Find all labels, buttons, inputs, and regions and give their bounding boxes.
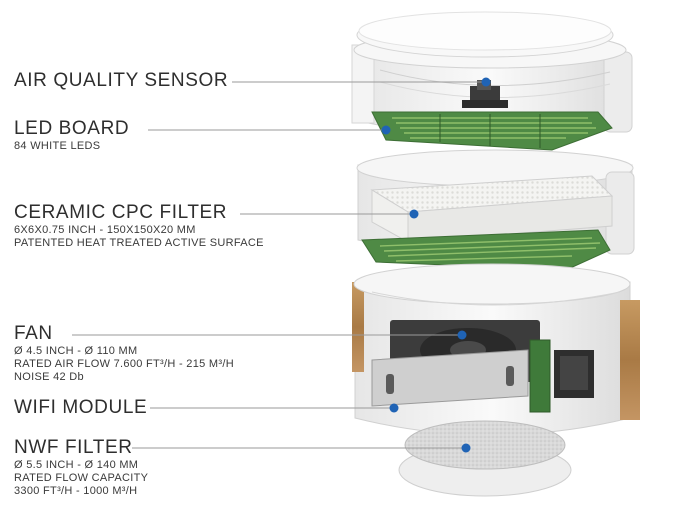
detail-nwf-diameter: Ø 5.5 INCH - Ø 140 MM: [14, 459, 139, 471]
detail-nwf-flow-capacity: 3300 FT³/H - 1000 M³/H: [14, 485, 138, 497]
detail-led-count: 84 WHITE LEDS: [14, 140, 101, 152]
label-fan: FAN Ø 4.5 INCH - Ø 110 MM RATED AIR FLOW…: [14, 323, 234, 384]
label-led-board: LED BOARD 84 WHITE LEDS: [14, 118, 129, 153]
marker-fan: [457, 330, 467, 340]
label-wifi-module: WIFI MODULE: [14, 397, 147, 419]
led-board-pcb: [371, 111, 613, 151]
title-led-board: LED BOARD: [14, 118, 130, 139]
marker-led-board: [381, 125, 391, 135]
wifi-module-board: [529, 339, 594, 413]
detail-filter-dimensions: 6X6X0.75 INCH - 150X150X20 MM: [14, 224, 196, 236]
detail-fan-noise: NOISE 42 Db: [14, 371, 84, 383]
title-wifi-module: WIFI MODULE: [14, 397, 148, 418]
title-fan: FAN: [14, 323, 53, 344]
marker-air-quality-sensor: [481, 77, 491, 87]
markers: [381, 77, 491, 453]
detail-nwf-flow-label: RATED FLOW CAPACITY: [14, 472, 149, 484]
marker-nwf-filter: [461, 443, 471, 453]
title-ceramic-cpc-filter: CERAMIC CPC FILTER: [14, 202, 228, 223]
title-nwf-filter: NWF FILTER: [14, 437, 133, 458]
lower-pcb: [361, 229, 611, 271]
nwf-filter-disc: [398, 420, 572, 497]
label-ceramic-cpc-filter: CERAMIC CPC FILTER 6X6X0.75 INCH - 150X1…: [14, 202, 264, 250]
top-disc-cover: [356, 11, 614, 58]
leader-lines: [72, 81, 486, 449]
marker-wifi-module: [389, 403, 399, 413]
marker-ceramic-filter: [409, 209, 419, 219]
detail-fan-diameter: Ø 4.5 INCH - Ø 110 MM: [14, 345, 138, 357]
detail-fan-airflow: RATED AIR FLOW 7.600 FT³/H - 215 M³/H: [14, 358, 234, 370]
label-nwf-filter: NWF FILTER Ø 5.5 INCH - Ø 140 MM RATED F…: [14, 437, 148, 498]
label-air-quality-sensor: AIR QUALITY SENSOR: [14, 70, 228, 92]
fan-assembly: [371, 320, 540, 407]
title-air-quality-sensor: AIR QUALITY SENSOR: [14, 70, 229, 91]
detail-filter-surface: PATENTED HEAT TREATED ACTIVE SURFACE: [14, 237, 264, 249]
